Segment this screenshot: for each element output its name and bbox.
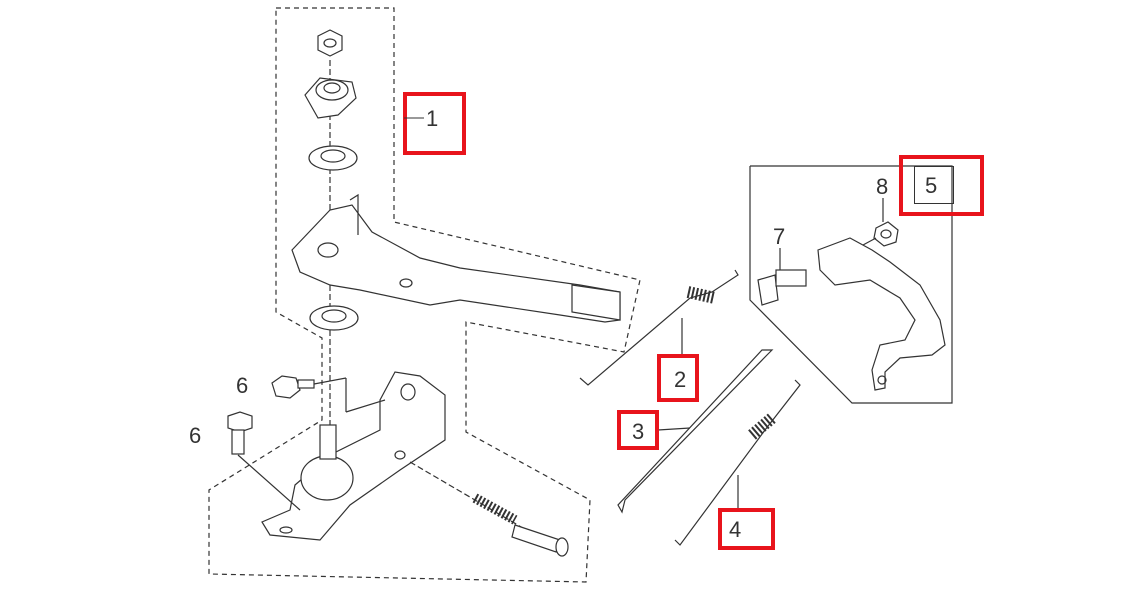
nut-part [317,29,343,57]
callout-5-inner-box [914,166,954,204]
washer-part [308,145,358,171]
callout-6a-label: 6 [236,373,249,398]
callout-5-label: 5 [925,173,938,198]
screw-part [511,524,569,557]
spring-part [409,461,541,539]
bracket-part [261,371,446,541]
bolt-7-part [757,248,807,306]
callout-4-highlight [718,508,775,550]
callout-3-highlight [617,410,659,450]
callout-2-highlight [657,354,699,402]
washer-part [309,305,359,331]
callout-8-label: 8 [876,174,889,199]
callout-1-highlight [403,92,466,155]
callout-7-label: 7 [773,224,786,249]
spring-2-part [579,269,739,386]
callout-2-label: 2 [674,367,687,392]
bolt-part [227,411,301,511]
callout-6b-label: 6 [189,423,202,448]
assembly-1-outline [208,7,641,583]
rod-3-part [617,349,774,514]
callout-1-label: 1 [426,106,439,131]
lock-plate-part [304,77,357,119]
callout-5-highlight [899,155,984,216]
governor-arm-part [817,237,946,391]
throttle-lever-part [291,193,621,323]
spring-rod-4-part [674,379,801,546]
callout-3-label: 3 [632,419,645,444]
callout-4-label: 4 [729,517,742,542]
bolt-part [271,375,386,413]
